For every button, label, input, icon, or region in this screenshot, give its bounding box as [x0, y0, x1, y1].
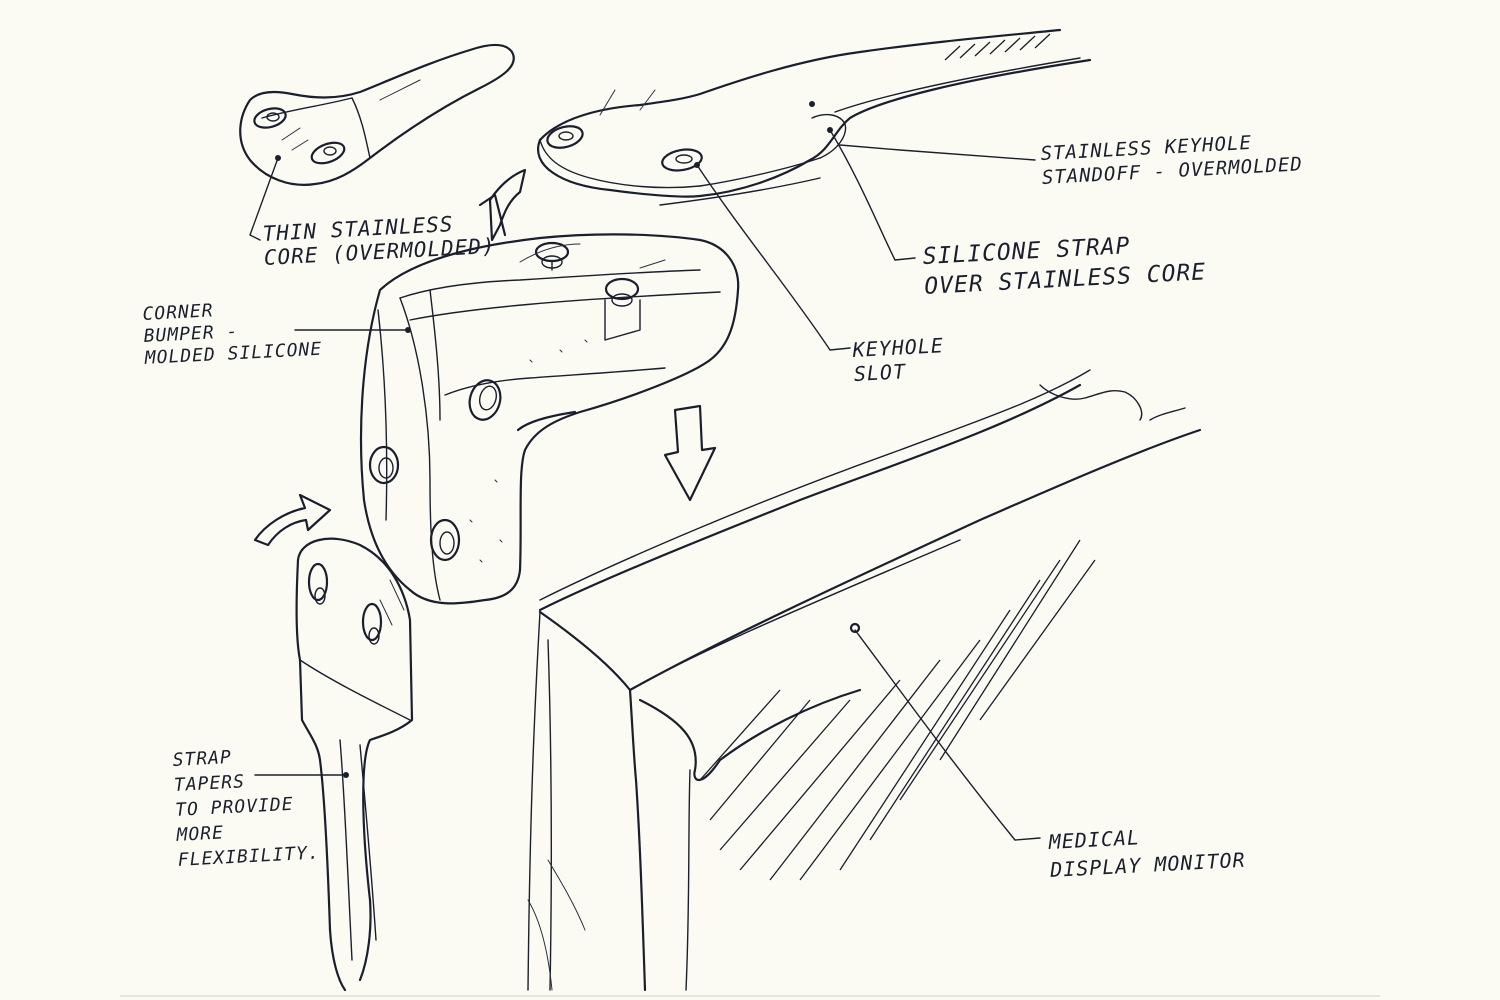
- label-strap-tapers: STRAP TAPERS TO PROVIDE MORE FLEXIBILITY…: [172, 741, 320, 873]
- medical-display-monitor: [527, 369, 1202, 992]
- leader-lines: [249, 127, 1041, 841]
- label-keyhole-slot: KEYHOLE SLOT: [852, 333, 946, 386]
- silicone-strap-part: [537, 28, 1092, 206]
- label-medical-display: MEDICAL DISPLAY MONITOR: [1048, 818, 1246, 884]
- lower-strap-part: [295, 537, 414, 992]
- page-edge: [120, 995, 1380, 997]
- insertion-arrow-down: [663, 404, 717, 502]
- rotation-arrow-top: [478, 168, 527, 242]
- corner-bumper-part: [359, 233, 740, 605]
- label-line: SLOT: [853, 359, 907, 386]
- thin-stainless-core-part: [239, 43, 515, 186]
- label-line: KEYHOLE: [852, 333, 945, 362]
- rotation-arrow-left: [253, 493, 332, 547]
- label-corner-bumper: CORNER BUMPER - MOLDED SILICONE: [142, 295, 323, 370]
